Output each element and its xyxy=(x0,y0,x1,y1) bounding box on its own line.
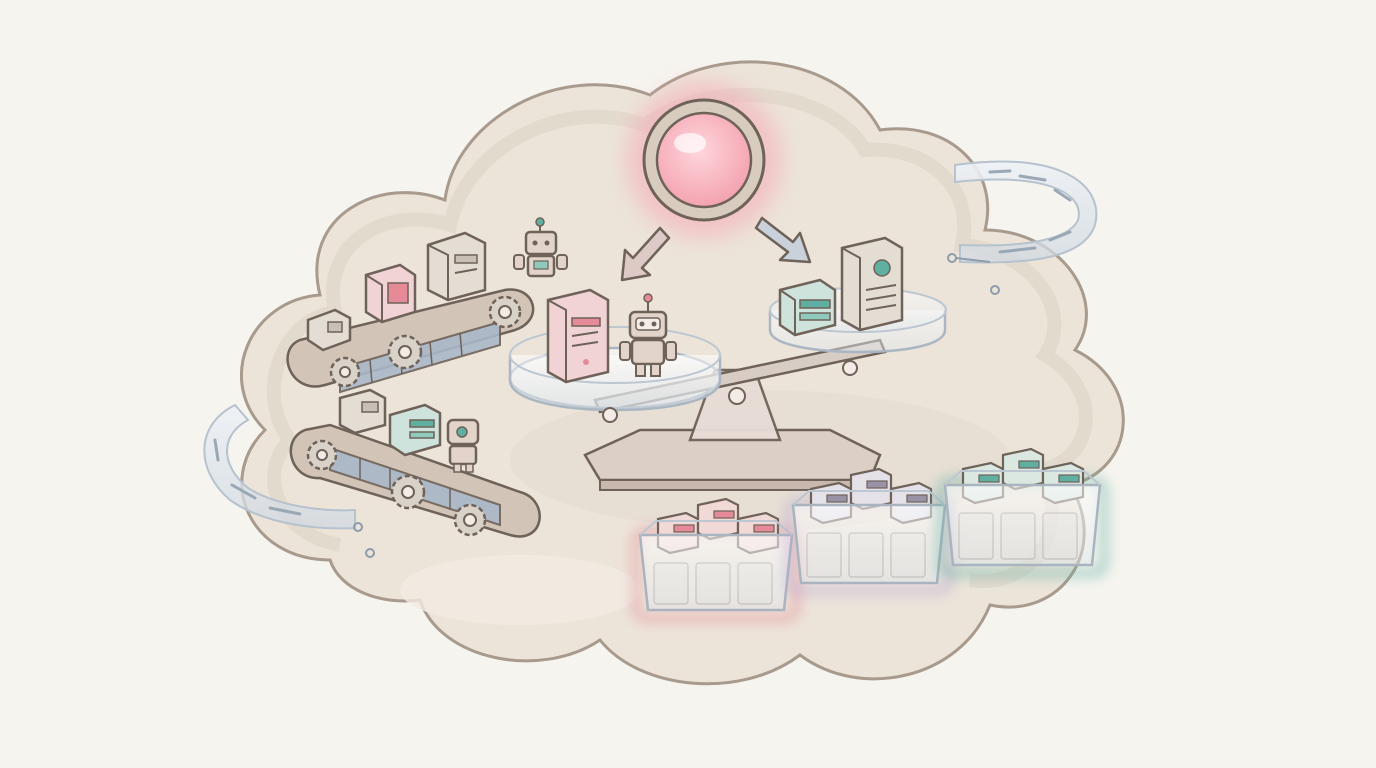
glass-bin-icon xyxy=(784,467,954,596)
robot-icon xyxy=(513,217,568,278)
server-tower-icon xyxy=(546,288,610,384)
data-ribbon-icon xyxy=(203,160,1098,558)
ring-lens-icon xyxy=(626,82,782,238)
server-box-icon xyxy=(388,403,442,457)
server-box-icon xyxy=(306,308,352,352)
glass-bin-icon xyxy=(631,497,801,623)
server-box-icon xyxy=(778,278,837,337)
arrow-down-left-icon xyxy=(620,226,671,282)
server-box-icon xyxy=(338,388,387,435)
robot-icon xyxy=(446,418,480,473)
robot-icon xyxy=(619,293,677,377)
server-tower-icon xyxy=(840,236,904,332)
glass-bin-icon xyxy=(936,447,1109,578)
arrow-down-right-icon xyxy=(754,216,812,264)
glass-bins xyxy=(631,447,1109,623)
server-tower-icon xyxy=(426,231,487,302)
server-box-icon xyxy=(364,263,417,324)
gear-icon xyxy=(306,295,522,537)
